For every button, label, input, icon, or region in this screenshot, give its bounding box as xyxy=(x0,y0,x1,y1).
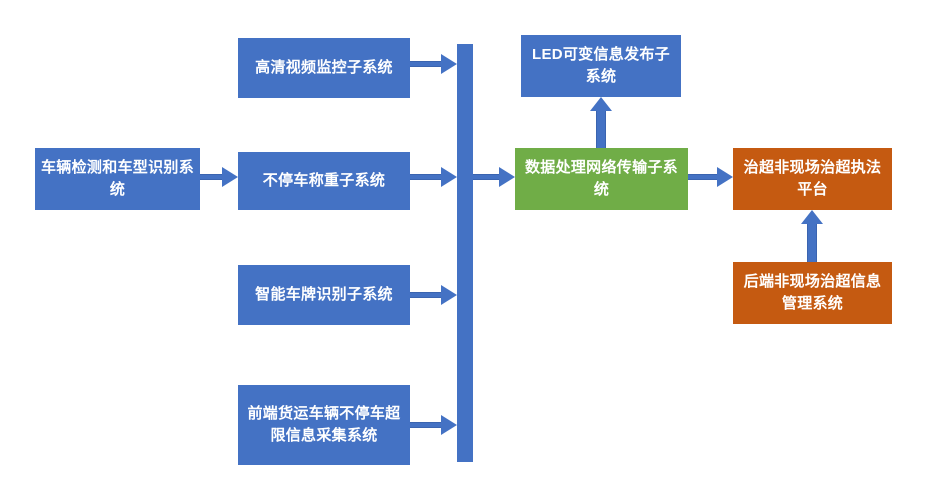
node-backend-info-management[interactable]: 后端非现场治超信息管理系统 xyxy=(733,262,892,324)
arrow-backend-management-to-enforcement-platform xyxy=(801,210,823,262)
arrow-head xyxy=(222,167,238,187)
arrow-head xyxy=(590,97,612,111)
node-weigh-in-motion[interactable]: 不停车称重子系统 xyxy=(238,152,410,210)
arrow-weigh-in-motion-to-bus xyxy=(410,167,457,187)
arrow-head xyxy=(801,210,823,224)
arrow-shaft xyxy=(473,174,499,180)
arrow-head xyxy=(717,167,733,187)
arrow-data-processing-to-led xyxy=(590,97,612,148)
arrow-head xyxy=(441,285,457,305)
arrow-head xyxy=(441,415,457,435)
arrow-shaft xyxy=(410,174,441,180)
arrow-data-processing-to-enforcement-platform xyxy=(688,167,733,187)
arrow-shaft xyxy=(410,422,441,428)
node-license-plate-recognition[interactable]: 智能车牌识别子系统 xyxy=(238,265,410,325)
node-front-end-overload-collection[interactable]: 前端货运车辆不停车超限信息采集系统 xyxy=(238,385,410,465)
arrow-license-plate-to-bus xyxy=(410,285,457,305)
node-led-variable-message[interactable]: LED可变信息发布子系统 xyxy=(521,35,681,97)
arrow-vehicle-detection-to-weigh-in-motion xyxy=(200,167,238,187)
vertical-bus-connector xyxy=(457,44,473,462)
arrow-bus-to-data-processing xyxy=(473,167,515,187)
arrow-shaft xyxy=(688,174,717,180)
arrow-shaft xyxy=(807,220,817,262)
arrow-shaft xyxy=(200,174,222,180)
arrow-head xyxy=(441,54,457,74)
arrow-front-end-collection-to-bus xyxy=(410,415,457,435)
arrow-shaft xyxy=(410,61,441,67)
arrow-hd-video-to-bus xyxy=(410,54,457,74)
arrow-shaft xyxy=(410,292,441,298)
node-overload-enforcement-platform[interactable]: 治超非现场治超执法平台 xyxy=(733,148,892,210)
node-hd-video-surveillance[interactable]: 高清视频监控子系统 xyxy=(238,38,410,98)
arrow-head xyxy=(441,167,457,187)
arrow-shaft xyxy=(596,107,606,148)
node-vehicle-detection[interactable]: 车辆检测和车型识别系统 xyxy=(35,148,200,210)
arrow-head xyxy=(499,167,515,187)
node-data-processing-network[interactable]: 数据处理网络传输子系统 xyxy=(515,148,688,210)
